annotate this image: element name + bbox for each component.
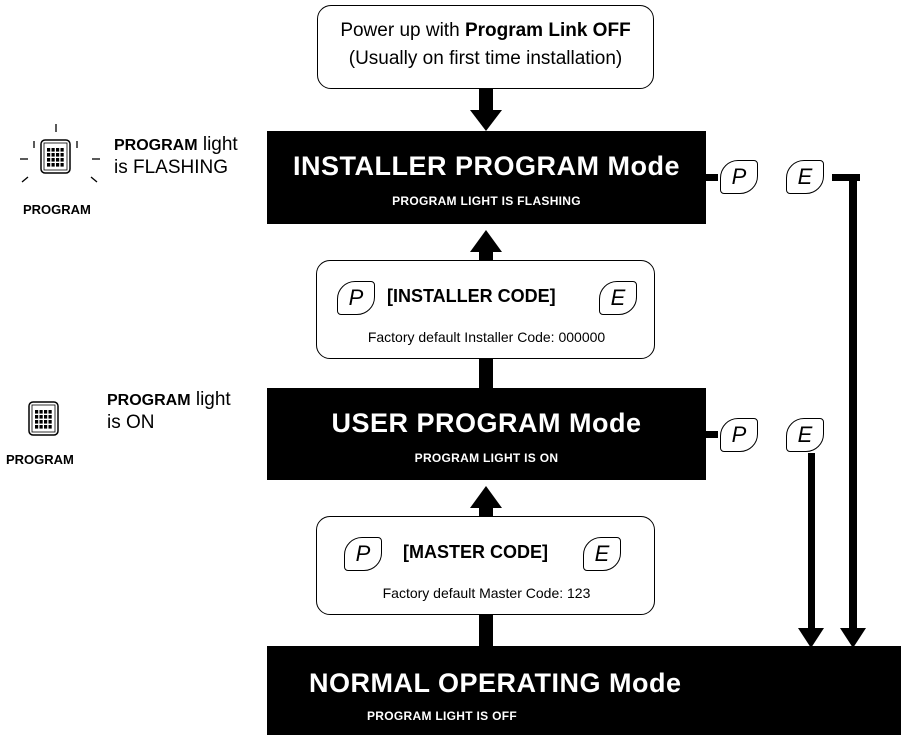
- connector-user-down: [808, 453, 815, 630]
- normal-mode-subtitle: PROGRAM LIGHT IS OFF: [367, 709, 517, 723]
- user-program-mode-box: USER PROGRAM Mode PROGRAM LIGHT IS ON: [267, 388, 706, 480]
- on-legend-text: PROGRAM light is ON: [107, 389, 231, 433]
- normal-operating-mode-box: NORMAL OPERATING Mode PROGRAM LIGHT IS O…: [267, 646, 901, 735]
- power-up-line-2: (Usually on first time installation): [348, 48, 623, 69]
- user-mode-title: USER PROGRAM Mode: [331, 408, 642, 438]
- arrow-up-icon: [470, 486, 502, 508]
- flashing-legend-line2: is FLASHING: [114, 157, 229, 178]
- user-exit-e-key-icon: E: [786, 418, 824, 452]
- installer-code-box: P [INSTALLER CODE] E Factory default Ins…: [316, 260, 655, 359]
- connector-installer-down: [849, 174, 857, 630]
- connector-installer-exit-right: [832, 174, 860, 181]
- connector-icode-up: [479, 250, 493, 262]
- flashing-legend-bold: PROGRAM: [114, 137, 198, 154]
- flashing-legend-text: PROGRAM light is FLASHING: [114, 134, 238, 178]
- p-key-icon: P: [344, 537, 382, 571]
- user-mode-subtitle: PROGRAM LIGHT IS ON: [414, 451, 559, 465]
- master-code-default: Factory default Master Code: 123: [382, 585, 591, 601]
- connector-normal-mcode: [479, 614, 493, 648]
- installer-program-mode-box: INSTALLER PROGRAM Mode PROGRAM LIGHT IS …: [267, 131, 706, 224]
- arrow-down-icon: [798, 628, 824, 648]
- connector-mcode-up: [479, 506, 493, 518]
- user-exit-p-key-icon: P: [720, 418, 758, 452]
- connector-installer-exit: [706, 174, 718, 181]
- e-key-icon: E: [583, 537, 621, 571]
- installer-mode-title: INSTALLER PROGRAM Mode: [293, 151, 680, 181]
- installer-mode-subtitle: PROGRAM LIGHT IS FLASHING: [392, 194, 581, 208]
- on-legend-bold: PROGRAM: [107, 392, 191, 409]
- installer-code-default: Factory default Installer Code: 000000: [367, 329, 606, 345]
- e-key-icon: E: [599, 281, 637, 315]
- master-code-box: P [MASTER CODE] E Factory default Master…: [316, 516, 655, 615]
- arrow-up-icon: [470, 230, 502, 252]
- installer-code-label: [INSTALLER CODE]: [387, 286, 556, 306]
- connector-user-exit: [706, 431, 718, 438]
- arrow-down-icon: [840, 628, 866, 648]
- master-code-label: [MASTER CODE]: [403, 542, 548, 562]
- power-up-line-1: Power up with Program Link OFF: [340, 20, 631, 41]
- program-link-off: Program Link OFF: [464, 20, 631, 41]
- p-key-icon: P: [337, 281, 375, 315]
- normal-mode-title: NORMAL OPERATING Mode: [309, 668, 682, 698]
- connector-user-icode: [479, 358, 493, 390]
- installer-exit-e-key-icon: E: [786, 160, 824, 194]
- flashing-icon-label: PROGRAM: [23, 202, 91, 217]
- arrow-down-icon: [470, 110, 502, 131]
- on-icon-label: PROGRAM: [6, 452, 74, 467]
- on-legend-line2: is ON: [107, 412, 155, 433]
- installer-exit-p-key-icon: P: [720, 160, 758, 194]
- power-up-box: Power up with Program Link OFF (Usually …: [317, 5, 654, 89]
- connector-start-installer: [479, 88, 493, 112]
